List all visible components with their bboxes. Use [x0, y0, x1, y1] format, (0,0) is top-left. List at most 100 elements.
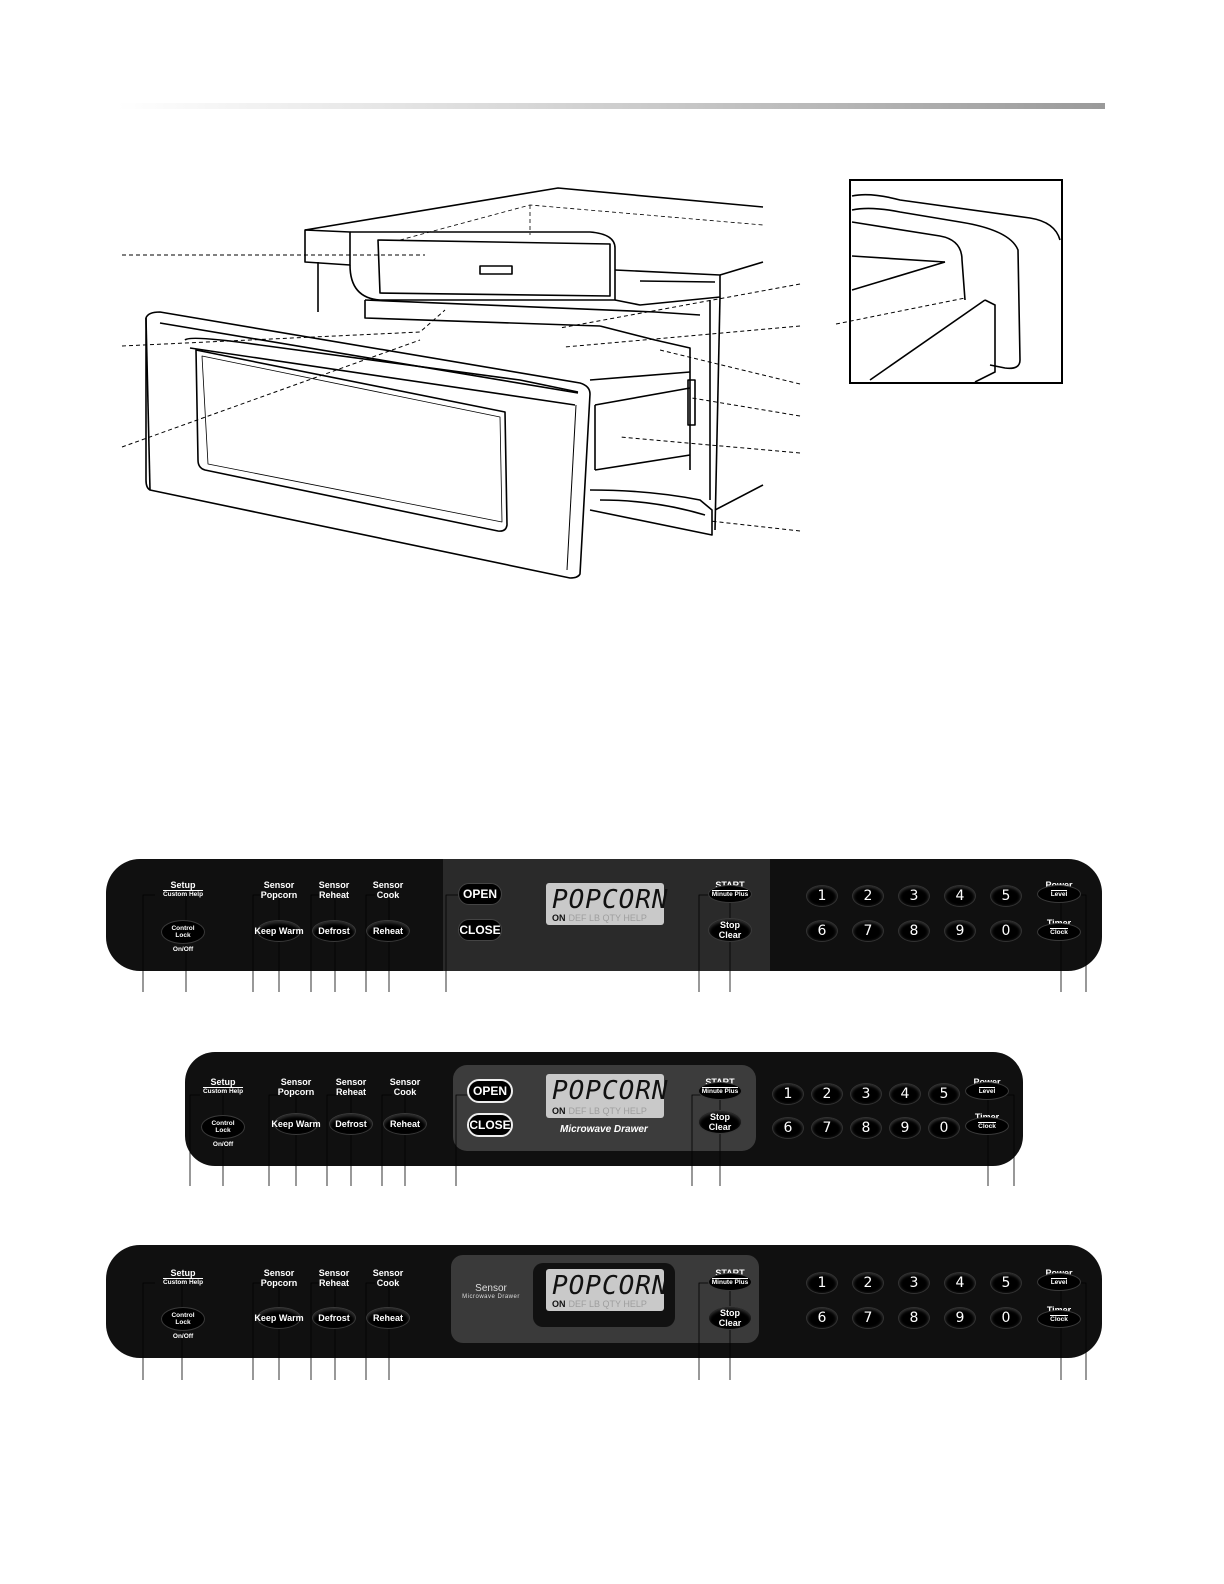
p2-close-button[interactable]: CLOSE	[467, 1113, 513, 1137]
p3-sensor-reheat-button-label: Reheat	[318, 1278, 349, 1288]
p1-digit-6[interactable]: 6	[806, 920, 838, 942]
p2-digit-2[interactable]: 2	[811, 1083, 843, 1105]
p1-power-level-button-key[interactable]: Level	[1037, 885, 1081, 903]
p1-defrost-button[interactable]: Defrost	[304, 920, 364, 942]
p1-digit-3[interactable]: 3	[898, 885, 930, 907]
p3-defrost-button[interactable]: Defrost	[304, 1307, 364, 1329]
p2-defrost-button-key[interactable]: Defrost	[329, 1113, 373, 1135]
p2-timer-clock-button-key[interactable]: Clock	[965, 1117, 1009, 1135]
p1-digit-1[interactable]: 1	[806, 885, 838, 907]
p2-power-level-button-key[interactable]: Level	[965, 1082, 1009, 1100]
p1-timer-clock-button[interactable]: TimerClock	[1029, 918, 1089, 941]
p3-timer-clock-button[interactable]: TimerClock	[1029, 1305, 1089, 1328]
p3-digit-9[interactable]: 9	[944, 1307, 976, 1329]
p1-reheat-button[interactable]: Reheat	[358, 920, 418, 942]
p2-reheat-button[interactable]: Reheat	[375, 1113, 435, 1135]
p3-digit-8[interactable]: 8	[898, 1307, 930, 1329]
p3-digit-4[interactable]: 4	[944, 1272, 976, 1294]
p1-digit-8[interactable]: 8	[898, 920, 930, 942]
p2-timer-clock-button-sublabel: Clock	[978, 1121, 996, 1130]
p2-digit-0[interactable]: 0	[928, 1117, 960, 1139]
p3-digit-6[interactable]: 6	[806, 1307, 838, 1329]
p2-digit-6[interactable]: 6	[772, 1117, 804, 1139]
p3-digit-7[interactable]: 7	[852, 1307, 884, 1329]
p3-start-button[interactable]: STARTMinute Plus	[700, 1268, 760, 1291]
p3-defrost-button-key[interactable]: Defrost	[312, 1307, 356, 1329]
mode-indicators: DEF LB QTY HELP	[568, 1299, 647, 1309]
p1-digit-5[interactable]: 5	[990, 885, 1022, 907]
p3-digit-2[interactable]: 2	[852, 1272, 884, 1294]
p1-digit-2[interactable]: 2	[852, 885, 884, 907]
p3-digit-0[interactable]: 0	[990, 1307, 1022, 1329]
p3-keep-warm-button[interactable]: Keep Warm	[249, 1307, 309, 1329]
p1-digit-9[interactable]: 9	[944, 920, 976, 942]
p3-start-button-key[interactable]: Minute Plus	[708, 1273, 752, 1291]
p3-digit-3[interactable]: 3	[898, 1272, 930, 1294]
p1-timer-clock-button-key[interactable]: Clock	[1037, 923, 1081, 941]
p2-digit-7[interactable]: 7	[811, 1117, 843, 1139]
p2-digit-8[interactable]: 8	[850, 1117, 882, 1139]
p2-control-lock-button-key[interactable]: Control Lock	[201, 1115, 245, 1139]
p2-timer-clock-button[interactable]: TimerClock	[957, 1112, 1017, 1135]
p2-digit-3[interactable]: 3	[850, 1083, 882, 1105]
p1-keep-warm-button[interactable]: Keep Warm	[249, 920, 309, 942]
p1-power-level-button[interactable]: PowerLevel	[1029, 880, 1089, 903]
p1-open-button[interactable]: OPEN	[458, 883, 502, 905]
p1-digit-0[interactable]: 0	[990, 920, 1022, 942]
p3-digit-5[interactable]: 5	[990, 1272, 1022, 1294]
p1-digit-4[interactable]: 4	[944, 885, 976, 907]
p1-reheat-button-key[interactable]: Reheat	[366, 920, 410, 942]
p2-digit-9[interactable]: 9	[889, 1117, 921, 1139]
p2-keep-warm-button[interactable]: Keep Warm	[266, 1113, 326, 1135]
p1-start-button-key[interactable]: Minute Plus	[708, 885, 752, 903]
p2-keep-warm-button-key[interactable]: Keep Warm	[271, 1113, 321, 1135]
p1-control-lock-button-label: Control Lock	[171, 925, 195, 939]
p3-power-level-button[interactable]: PowerLevel	[1029, 1268, 1089, 1291]
p1-defrost-button-key[interactable]: Defrost	[312, 920, 356, 942]
p1-control-lock-button-key[interactable]: Control Lock	[161, 920, 205, 944]
p3-power-level-button-key[interactable]: Level	[1037, 1273, 1081, 1291]
p2-digit-1[interactable]: 1	[772, 1083, 804, 1105]
p3-keep-warm-button-key[interactable]: Keep Warm	[254, 1307, 304, 1329]
p1-close-button[interactable]: CLOSE	[458, 919, 502, 941]
p2-digit-5[interactable]: 5	[928, 1083, 960, 1105]
p2-start-button-key[interactable]: Minute Plus	[698, 1082, 742, 1100]
p2-reheat-button-key[interactable]: Reheat	[383, 1113, 427, 1135]
p3-reheat-button[interactable]: Reheat	[358, 1307, 418, 1329]
p3-control-lock-button-key[interactable]: Control Lock	[161, 1307, 205, 1331]
p1-digit-7[interactable]: 7	[852, 920, 884, 942]
p1-start-button[interactable]: STARTMinute Plus	[700, 880, 760, 903]
p3-timer-clock-button-key[interactable]: Clock	[1037, 1310, 1081, 1328]
p1-keep-warm-button-key[interactable]: Keep Warm	[254, 920, 304, 942]
p2-defrost-button[interactable]: Defrost	[321, 1113, 381, 1135]
p2-start-button[interactable]: STARTMinute Plus	[690, 1077, 750, 1100]
p2-power-level-button[interactable]: PowerLevel	[957, 1077, 1017, 1100]
p3-reheat-button-key[interactable]: Reheat	[366, 1307, 410, 1329]
p2-open-button[interactable]: OPEN	[467, 1079, 513, 1103]
p2-digit-4[interactable]: 4	[889, 1083, 921, 1105]
p3-digit-1[interactable]: 1	[806, 1272, 838, 1294]
